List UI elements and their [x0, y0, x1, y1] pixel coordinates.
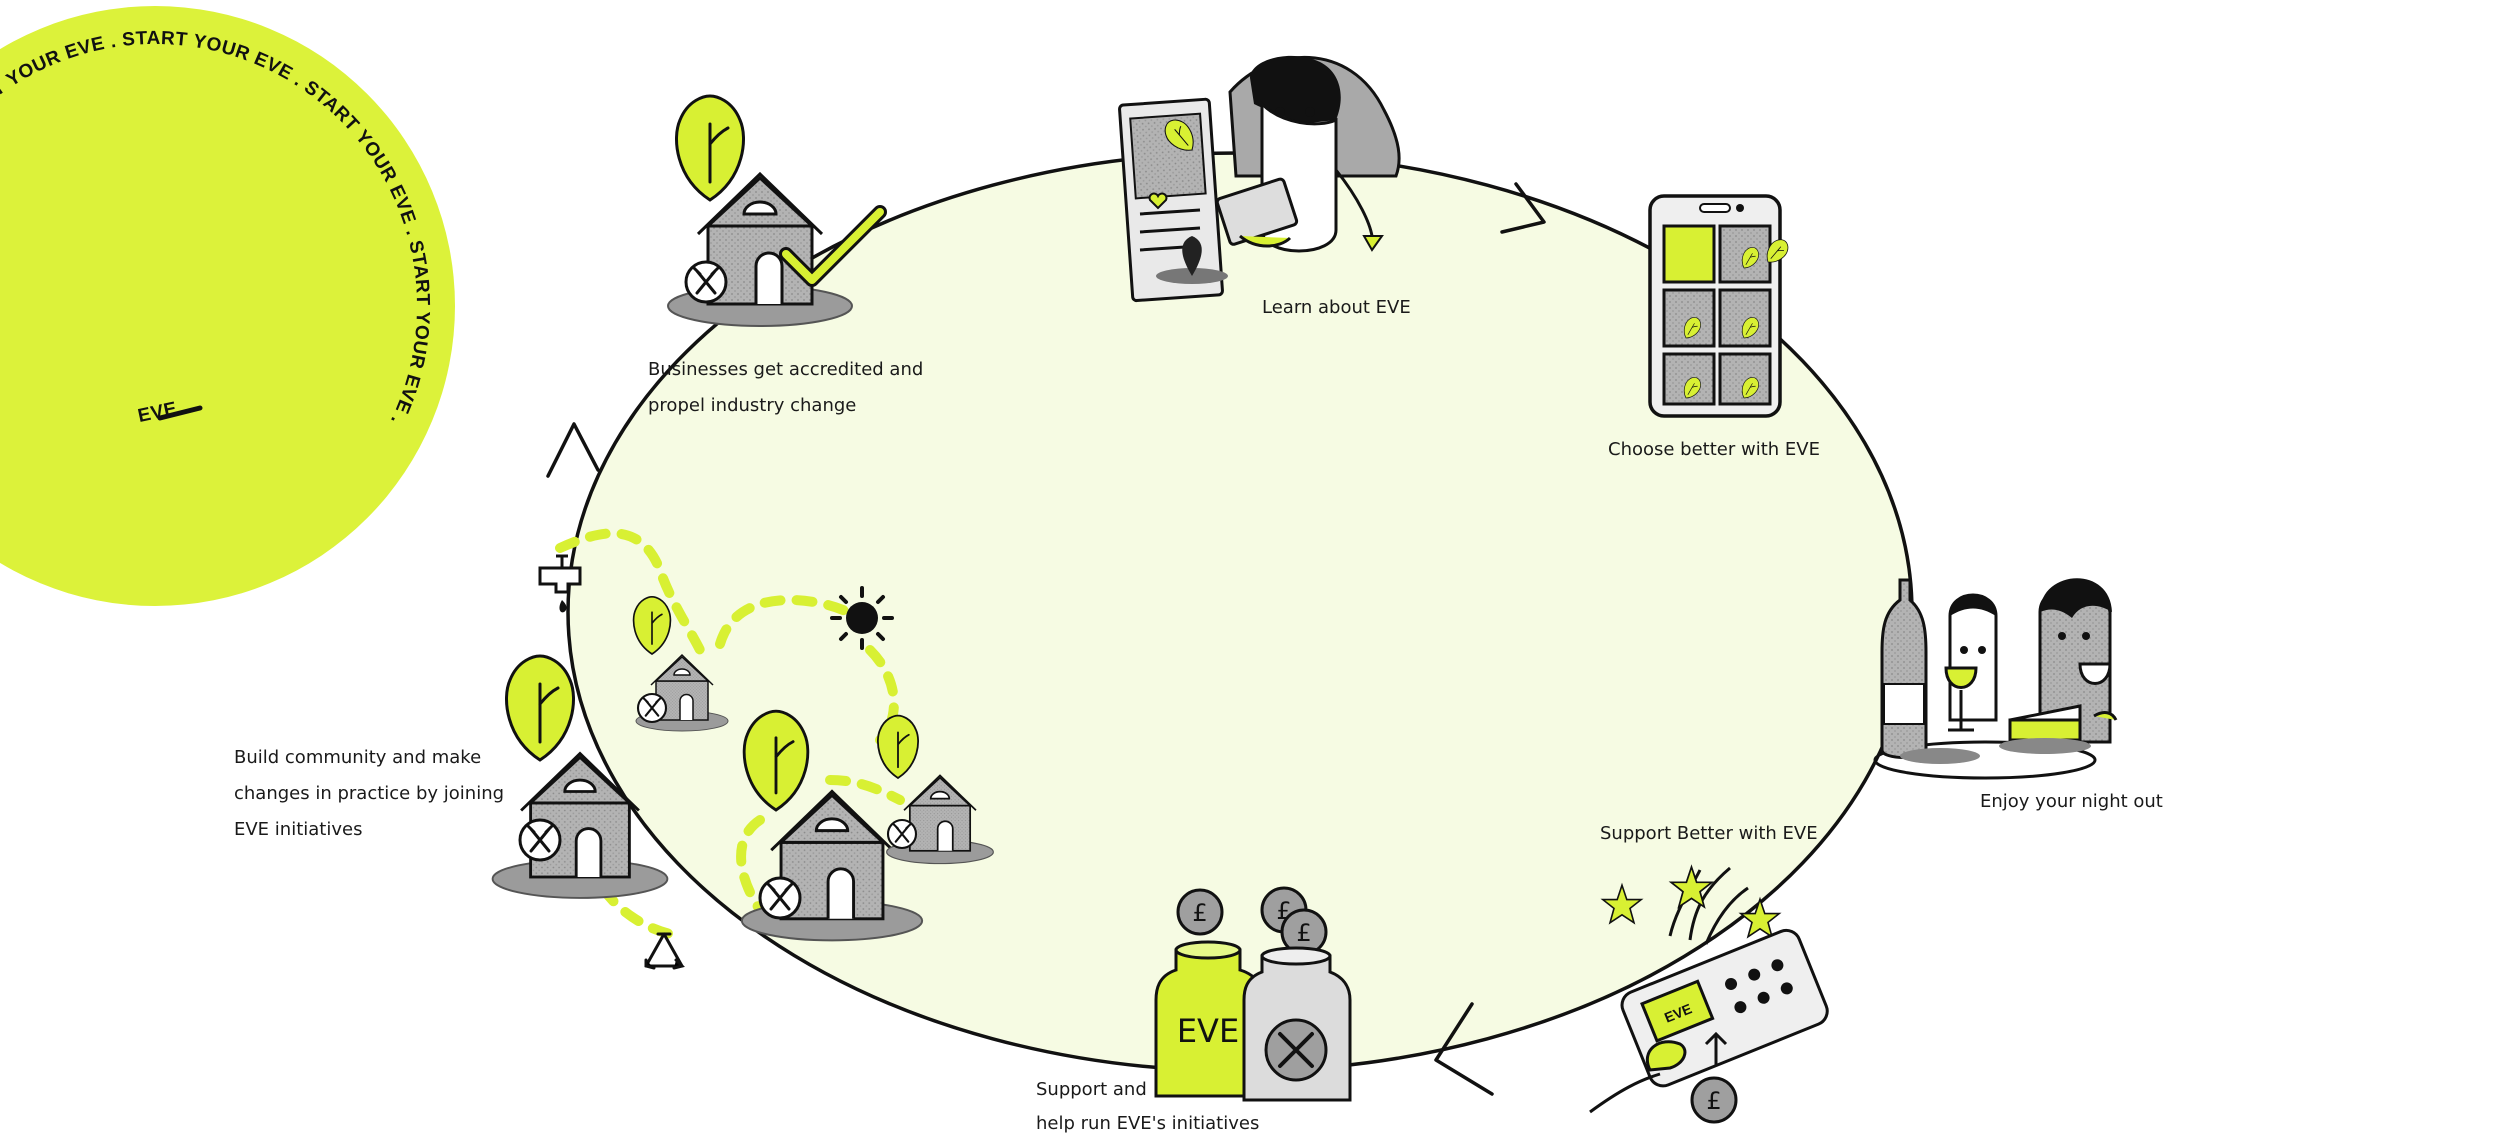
location-pin-icon [1182, 236, 1202, 276]
svg-text:£: £ [1192, 899, 1207, 927]
badge-circle [0, 6, 455, 606]
star-icon [1668, 864, 1715, 909]
star-icon [1738, 896, 1782, 939]
checkmark-icon [782, 208, 884, 284]
support-better-caption: Support Better with EVE [1600, 823, 1818, 844]
arrow-icon [1434, 1002, 1494, 1096]
svg-text:£: £ [1706, 1087, 1721, 1115]
support-caption-line2: help run EVE's initiatives [1036, 1113, 1260, 1134]
jars-illustration: £ £ £ EVE [1154, 886, 1352, 1102]
learn-caption: Learn about EVE [1262, 297, 1411, 318]
community-caption-line3: EVE initiatives [234, 819, 363, 840]
coin-icon: £ [1280, 908, 1328, 956]
jar-label: EVE [1177, 1012, 1239, 1050]
recycle-icon [644, 932, 685, 970]
business-caption-line2: propel industry change [648, 395, 857, 416]
tap-icon [538, 554, 582, 613]
enjoy-illustration [1873, 578, 2118, 780]
eve-badge: START YOUR EVE . START YOUR EVE . START … [0, 6, 455, 606]
choose-illustration [1648, 194, 1793, 418]
community-illustration [491, 528, 995, 970]
business-caption-line1: Businesses get accredited and [648, 359, 924, 380]
coin-icon: £ [1176, 888, 1224, 936]
arrow-icon [1500, 182, 1546, 234]
learn-illustration [1118, 55, 1401, 303]
arrow-icon [546, 422, 600, 478]
community-caption-line1: Build community and make [234, 747, 482, 768]
sun-icon [830, 586, 894, 650]
coin-icon: £ [1690, 1076, 1738, 1124]
svg-text:£: £ [1296, 919, 1311, 947]
support-caption-line1: Support and [1036, 1079, 1147, 1100]
wine-glass-icon [1944, 666, 1978, 689]
community-caption-line2: changes in practice by joining [234, 783, 505, 804]
business-illustration [666, 94, 887, 328]
star-icon [1600, 882, 1644, 925]
leaf-pin-icon [504, 654, 576, 762]
phone-icon [1215, 177, 1299, 246]
payment-illustration: EVE £ [1589, 864, 1829, 1124]
cake-icon [2008, 718, 2082, 742]
enjoy-caption: Enjoy your night out [1980, 791, 2163, 812]
choose-caption: Choose better with EVE [1608, 439, 1820, 460]
leaf-pin-icon [674, 94, 746, 202]
